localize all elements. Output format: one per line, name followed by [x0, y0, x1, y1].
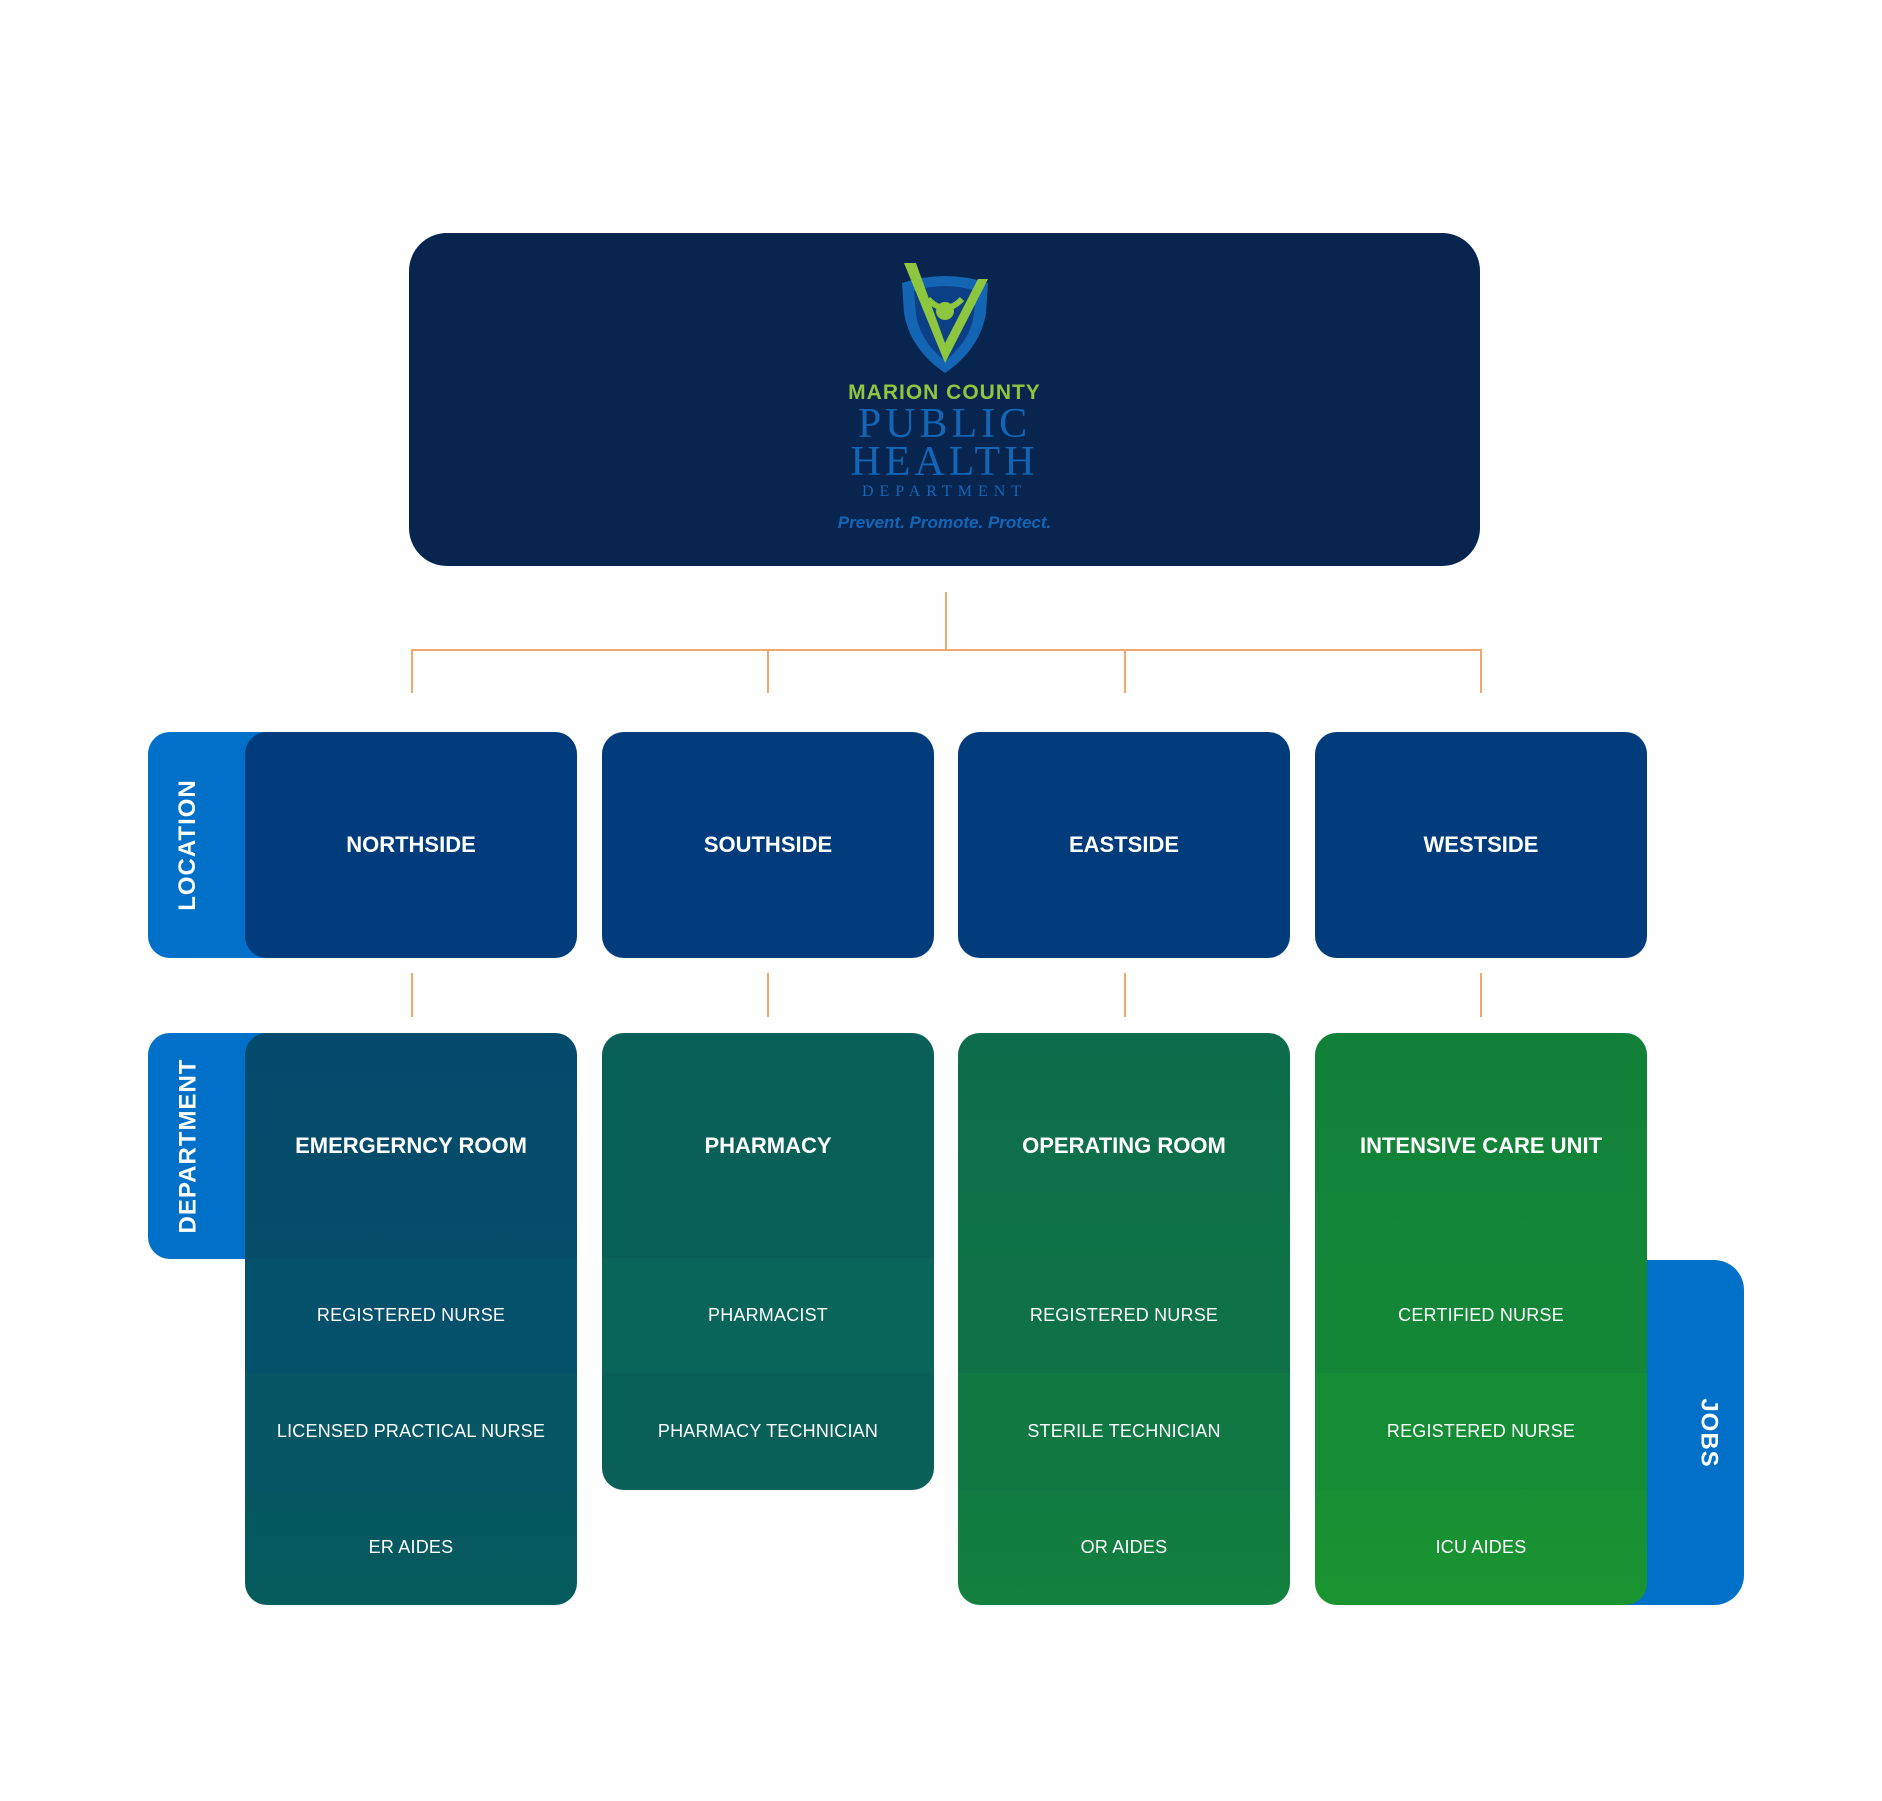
job-title: LICENSED PRACTICAL NURSE: [276, 1421, 546, 1441]
job-title: PHARMACY TECHNICIAN: [657, 1421, 879, 1441]
connector-eastside-to-or: [1124, 973, 1126, 1017]
organization-header: MARION COUNTY PUBLIC HEALTH DEPARTMENT P…: [409, 233, 1480, 566]
job-title: REGISTERED NURSE: [316, 1305, 506, 1325]
department-name: OPERATING ROOM: [1022, 1132, 1226, 1158]
logo-text-health: HEALTH: [850, 438, 1039, 485]
department-column-pharmacy: PHARMACY PHARMACIST PHARMACY TECHNICIAN: [602, 1033, 934, 1490]
location-name: EASTSIDE: [1068, 832, 1180, 857]
department-name: EMERGERNCY ROOM: [295, 1132, 527, 1158]
job-row: LICENSED PRACTICAL NURSE: [245, 1373, 577, 1490]
job-row: REGISTERED NURSE: [1315, 1373, 1647, 1490]
connector-drop-southside: [767, 649, 769, 693]
location-name: WESTSIDE: [1423, 832, 1539, 857]
connector-header-stem: [945, 592, 947, 650]
job-row: ER AIDES: [245, 1490, 577, 1605]
job-row: STERILE TECHNICIAN: [958, 1373, 1290, 1490]
department-header: INTENSIVE CARE UNIT: [1315, 1033, 1647, 1258]
location-card-southside: SOUTHSIDE: [602, 732, 934, 958]
department-header: OPERATING ROOM: [958, 1033, 1290, 1258]
job-title: PHARMACIST: [707, 1305, 828, 1325]
job-title: OR AIDES: [1080, 1537, 1168, 1557]
job-row: PHARMACY TECHNICIAN: [602, 1373, 934, 1490]
job-title: ICU AIDES: [1435, 1537, 1527, 1557]
logo-text-department: DEPARTMENT: [861, 482, 1028, 500]
department-name: INTENSIVE CARE UNIT: [1359, 1132, 1603, 1158]
job-row: REGISTERED NURSE: [245, 1258, 577, 1373]
logo-text-marion-county: MARION COUNTY: [848, 380, 1041, 404]
connector-drop-westside: [1480, 649, 1482, 693]
department-label: DEPARTMENT: [174, 1058, 202, 1234]
location-card-eastside: EASTSIDE: [958, 732, 1290, 958]
jobs-label: JOBS: [1695, 1397, 1723, 1468]
job-row: PHARMACIST: [602, 1258, 934, 1373]
job-row: ICU AIDES: [1315, 1490, 1647, 1605]
logo-tagline: Prevent. Promote. Protect.: [837, 512, 1052, 532]
job-title: REGISTERED NURSE: [1386, 1421, 1576, 1441]
location-card-westside: WESTSIDE: [1315, 732, 1647, 958]
job-row: OR AIDES: [958, 1490, 1290, 1605]
connector-horizontal-bar: [411, 649, 1482, 651]
connector-southside-to-pharmacy: [767, 973, 769, 1017]
connector-westside-to-icu: [1480, 973, 1482, 1017]
department-column-emergency-room: EMERGERNCY ROOM REGISTERED NURSE LICENSE…: [245, 1033, 577, 1605]
connector-drop-eastside: [1124, 649, 1126, 693]
location-name: NORTHSIDE: [346, 832, 476, 857]
job-row: CERTIFIED NURSE: [1315, 1258, 1647, 1373]
health-department-logo-icon: [901, 262, 988, 373]
department-header: EMERGERNCY ROOM: [245, 1033, 577, 1258]
connector-drop-northside: [411, 649, 413, 693]
job-row: REGISTERED NURSE: [958, 1258, 1290, 1373]
job-title: ER AIDES: [368, 1537, 454, 1557]
location-card-northside: NORTHSIDE: [245, 732, 577, 958]
job-title: STERILE TECHNICIAN: [1027, 1421, 1221, 1441]
department-header: PHARMACY: [602, 1033, 934, 1258]
job-title: CERTIFIED NURSE: [1398, 1305, 1564, 1325]
connector-northside-to-er: [411, 973, 413, 1017]
logo-text-public: PUBLIC: [857, 400, 1032, 447]
department-name: PHARMACY: [704, 1132, 832, 1158]
department-column-operating-room: OPERATING ROOM REGISTERED NURSE STERILE …: [958, 1033, 1290, 1605]
department-column-intensive-care-unit: INTENSIVE CARE UNIT CERTIFIED NURSE REGI…: [1315, 1033, 1647, 1605]
job-title: REGISTERED NURSE: [1029, 1305, 1219, 1325]
location-label: LOCATION: [174, 779, 202, 911]
location-name: SOUTHSIDE: [703, 832, 833, 857]
